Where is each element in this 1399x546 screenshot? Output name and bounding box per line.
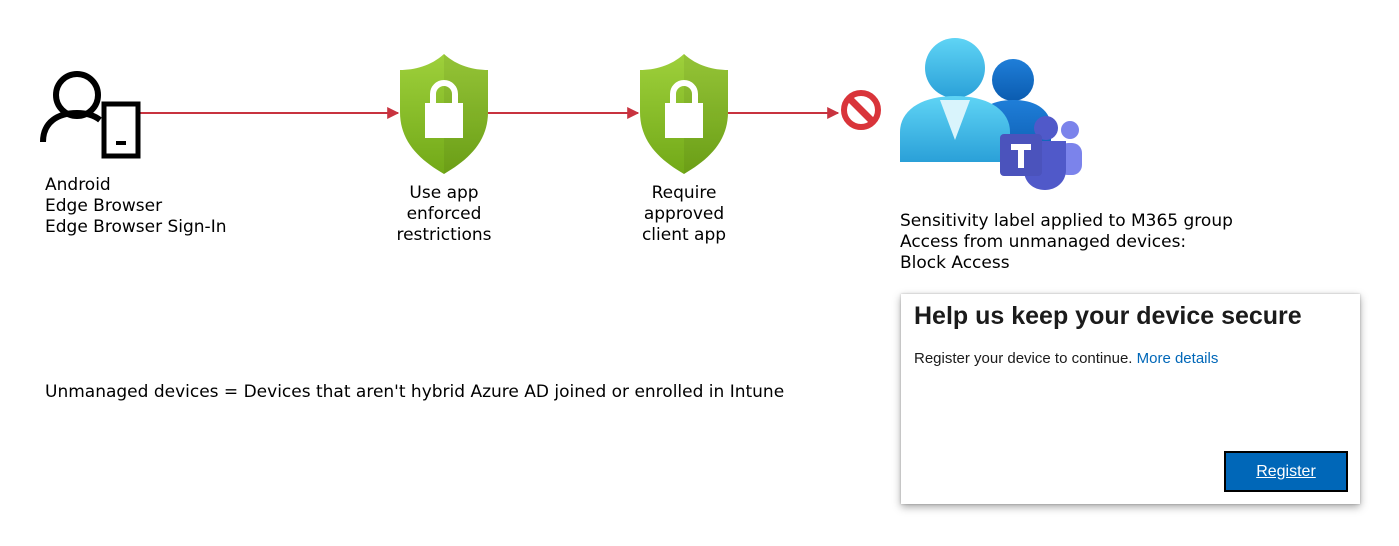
policy-label-line: Require [651,183,717,203]
policy-label-line: restrictions [396,225,492,245]
users-icon [900,38,1051,162]
teams-icon [1000,116,1082,190]
target-label-line: Access from unmanaged devices: [900,232,1187,252]
phone-icon [101,101,141,159]
block-icon [841,90,881,130]
dialog-message-text: Register your device to continue. [914,350,1137,367]
target-label-line: Block Access [900,253,1010,273]
register-button-label: Register [1256,463,1316,480]
device-label-line: Android [45,175,111,195]
device-label: Android Edge Browser Edge Browser Sign-I… [45,175,226,238]
target-label: Sensitivity label applied to M365 group … [900,211,1233,274]
dialog-title: Help us keep your device secure [914,302,1302,330]
lock-shield-icon [640,54,728,174]
lock-shield-icon [400,54,488,174]
user-icon [40,71,102,143]
policy-label-line: enforced [406,204,482,224]
policy-label-line: client app [641,225,727,245]
more-details-link[interactable]: More details [1136,350,1219,367]
policy-label-app-restrictions: Use app enforced restrictions [374,183,514,246]
device-label-line: Edge Browser [45,196,163,216]
dialog-message: Register your device to continue. More d… [914,350,1218,367]
policy-label-approved-app: Require approved client app [614,183,754,246]
register-button[interactable]: Register [1224,451,1348,492]
footnote: Unmanaged devices = Devices that aren't … [45,382,785,402]
policy-label-line: approved [643,204,725,224]
register-device-dialog: Help us keep your device secure Register… [901,294,1360,504]
device-label-line: Edge Browser Sign-In [45,217,227,237]
target-label-line: Sensitivity label applied to M365 group [900,211,1233,231]
policy-label-line: Use app [409,183,479,203]
